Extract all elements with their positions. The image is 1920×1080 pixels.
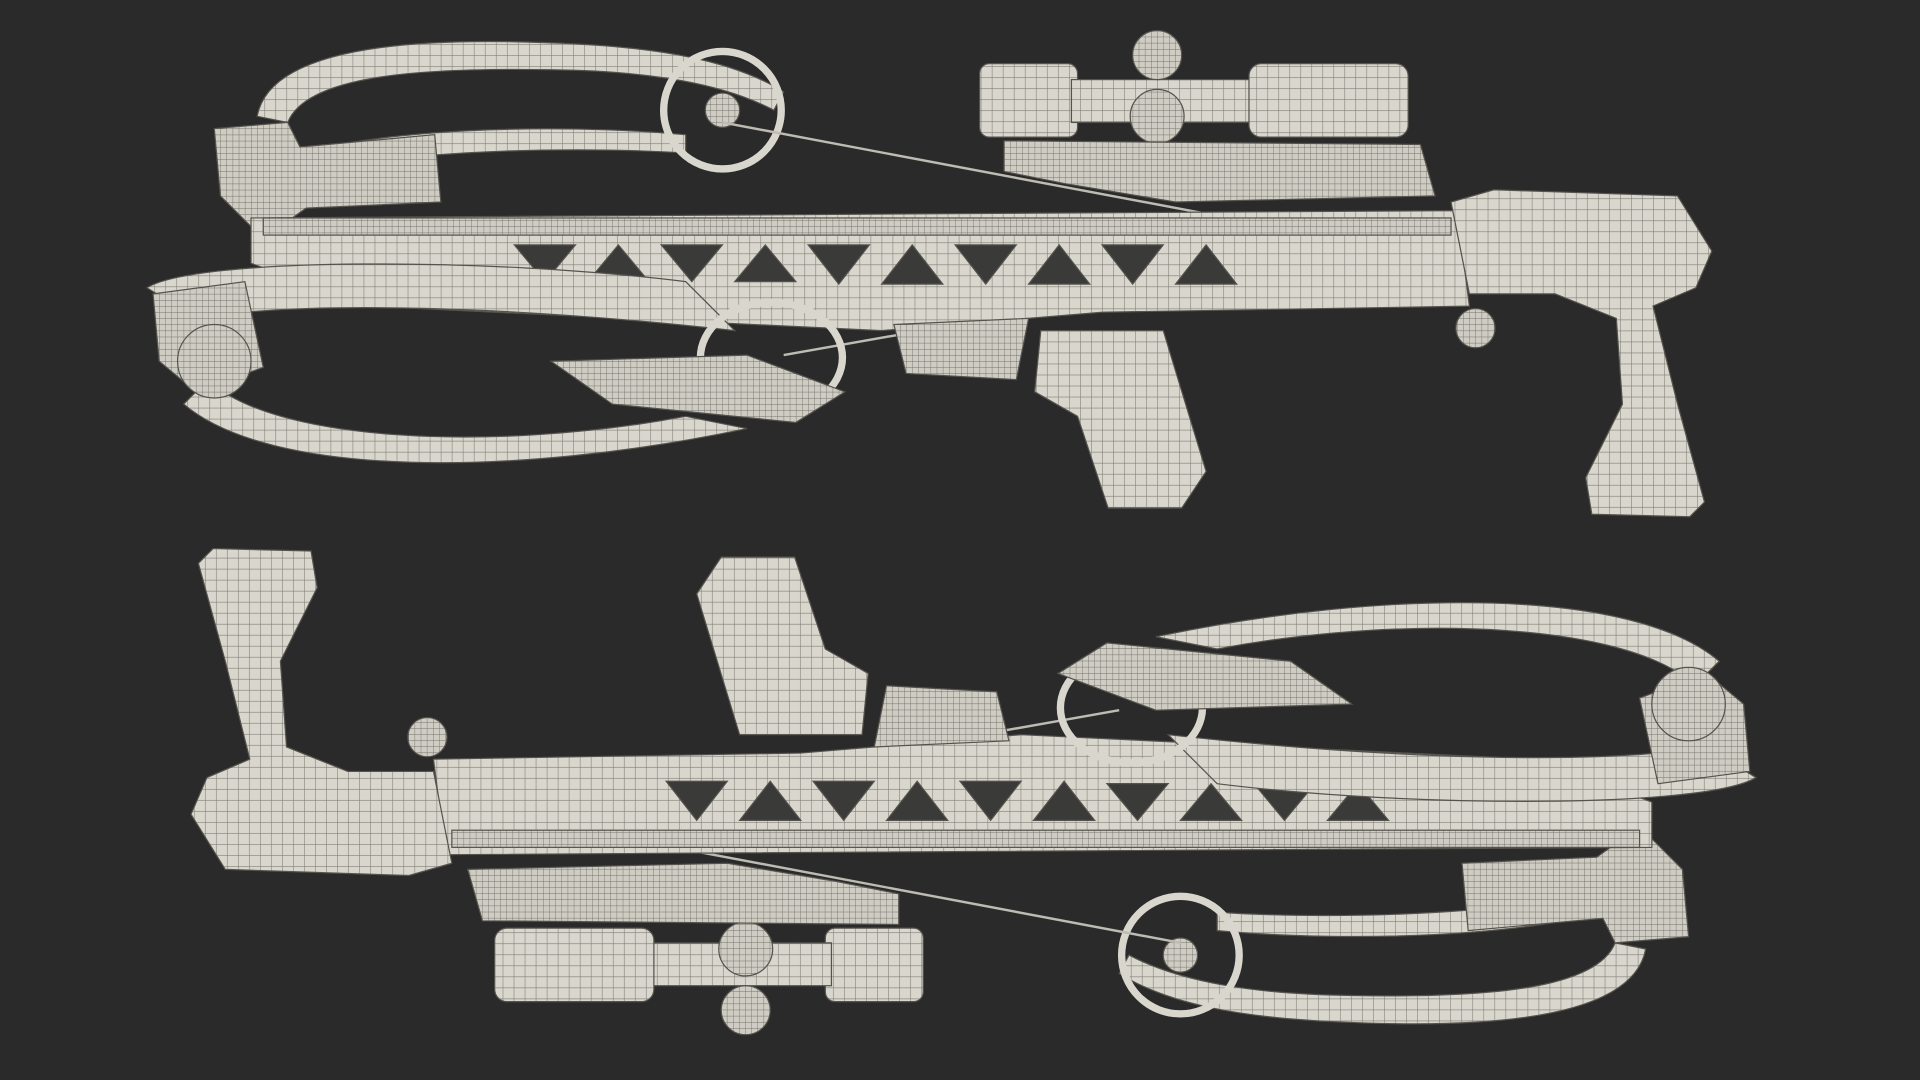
render-viewport [143, 26, 1760, 1039]
